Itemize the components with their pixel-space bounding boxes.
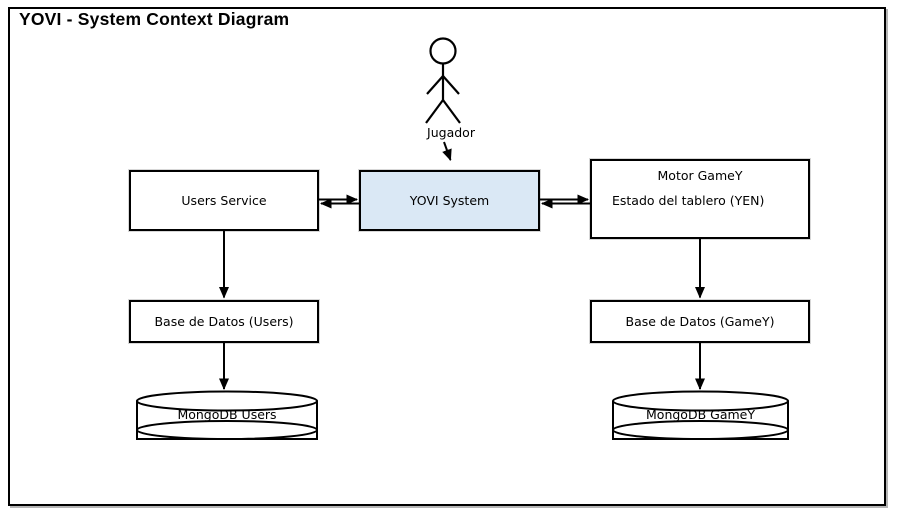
diagram-border [8,7,886,506]
motor-gamey-title: Motor GameY [657,168,743,183]
yovi-system-box: YOVI System [359,170,540,231]
db-gamey-box: Base de Datos (GameY) [590,300,810,343]
diagram-title: YOVI - System Context Diagram [19,9,290,29]
mongodb-users-label: MongoDB Users [177,407,277,422]
motor-gamey-box: Motor GameY Estado del tablero (YEN) [590,159,810,239]
actor-label: Jugador [427,125,475,140]
db-gamey-label: Base de Datos (GameY) [625,314,775,329]
users-service-box: Users Service [129,170,319,231]
db-users-label: Base de Datos (Users) [154,314,294,329]
yovi-system-label: YOVI System [409,193,490,208]
motor-gamey-subtitle: Estado del tablero (YEN) [612,193,765,208]
mongodb-gamey-label: MongoDB GameY [646,407,755,422]
db-users-box: Base de Datos (Users) [129,300,319,343]
users-service-label: Users Service [181,193,267,208]
